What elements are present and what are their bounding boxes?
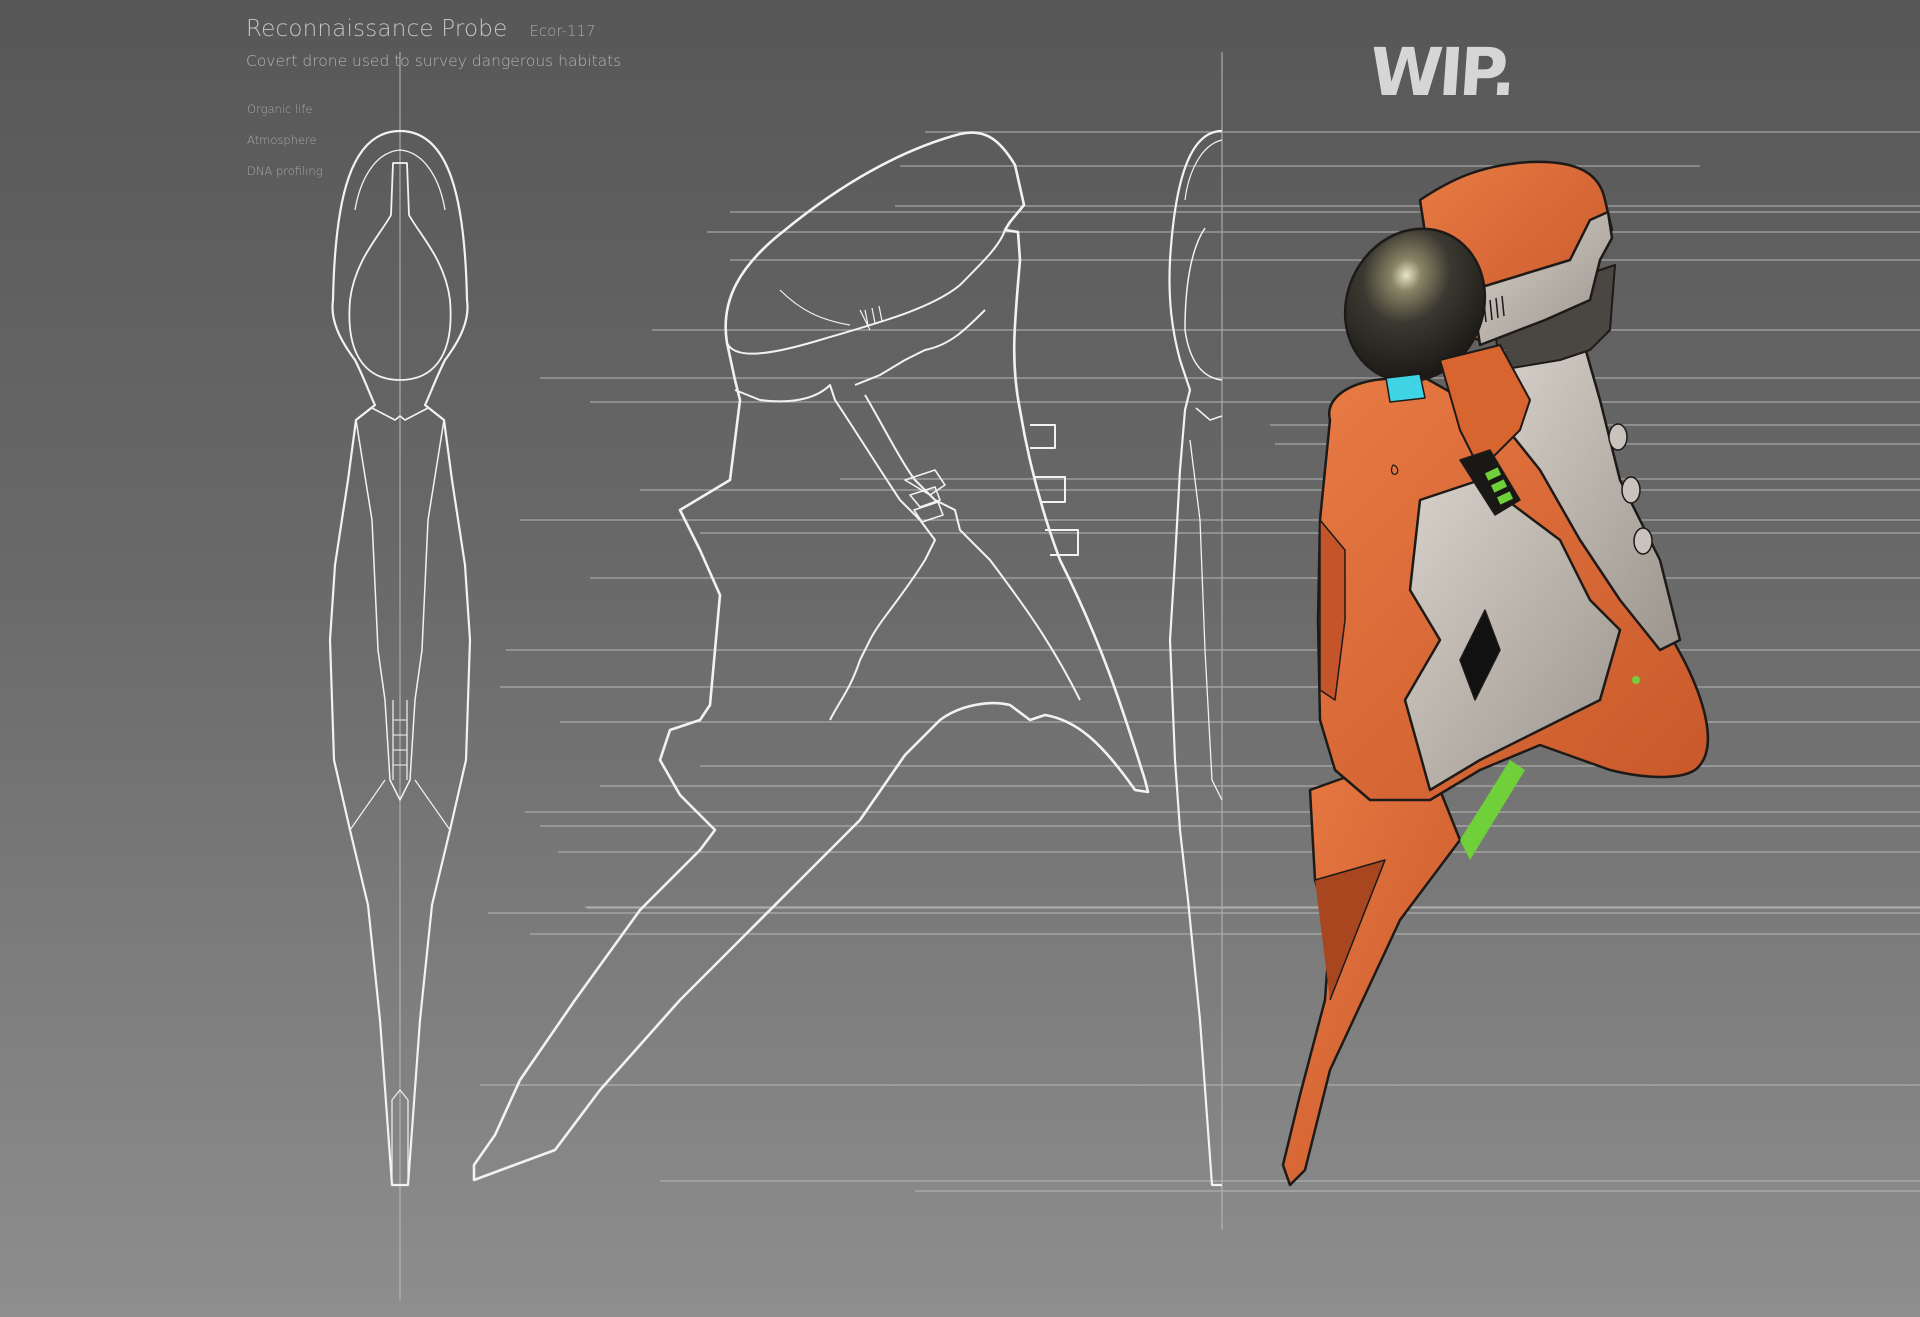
front-view-half-drawing xyxy=(1168,129,1223,1187)
feature-item: Atmosphere xyxy=(247,133,317,147)
title-block: Reconnaissance Probe Ecor-117 Covert dro… xyxy=(246,16,621,70)
model-code: Ecor-117 xyxy=(529,22,596,40)
wip-label: WIP. xyxy=(1367,34,1516,111)
sheet-subtitle: Covert drone used to survey dangerous ha… xyxy=(246,52,622,70)
sheet-title: Reconnaissance Probe xyxy=(246,16,508,42)
top-view-drawing xyxy=(328,129,472,1187)
feature-item: Organic life xyxy=(247,102,313,116)
feature-item: DNA profiling xyxy=(247,164,323,178)
rendered-drone xyxy=(1281,160,1709,1187)
feature-list: Organic life Atmosphere DNA profiling xyxy=(247,102,323,195)
side-view-drawing xyxy=(472,131,1150,1182)
